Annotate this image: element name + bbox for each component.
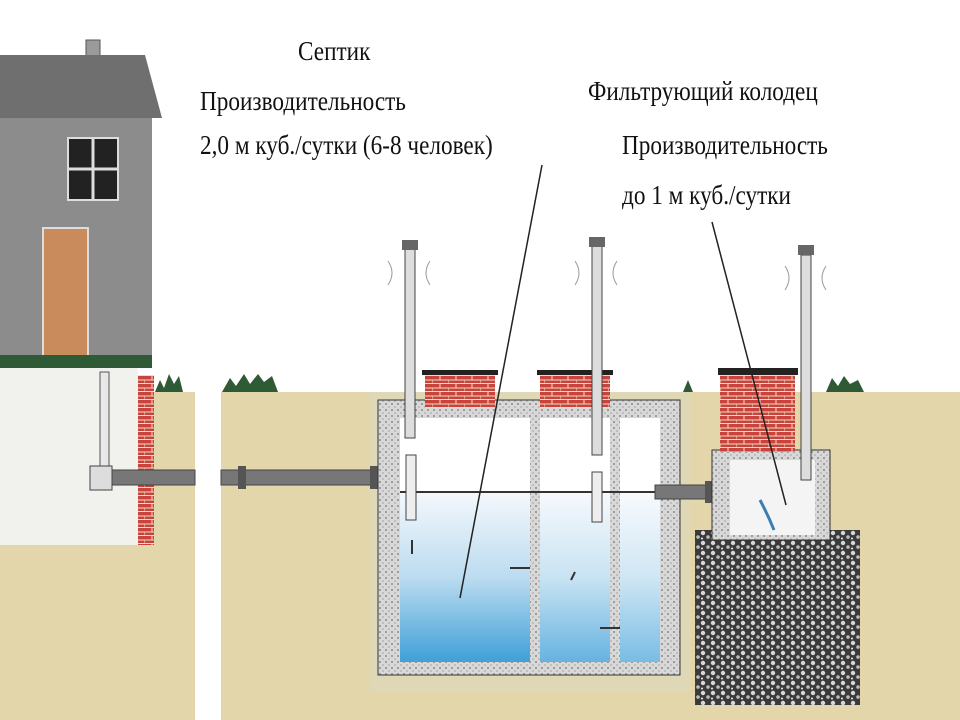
filter-well	[695, 245, 860, 705]
foundation-brick	[138, 375, 154, 545]
inlet-pipe	[89, 465, 412, 491]
riser-pipe	[99, 371, 110, 473]
filter-well-capacity-value: до 1 м куб./сутки	[622, 180, 791, 210]
roof	[0, 55, 162, 118]
vent-pipe-3	[800, 254, 812, 481]
septic-capacity-value: 2,0 м куб./сутки (6-8 человек)	[200, 130, 493, 160]
septic-tank	[377, 237, 681, 676]
house	[0, 39, 162, 545]
basement	[0, 368, 138, 545]
vent-pipe-2	[591, 244, 603, 456]
filter-well-capacity-label: Производительность	[622, 130, 828, 160]
vent-pipe-1	[404, 247, 416, 439]
filter-leader-line	[711, 221, 787, 506]
door	[42, 227, 89, 357]
filter-well-title: Фильтрующий колодец	[588, 76, 818, 106]
septic-capacity-label: Производительность	[200, 86, 406, 116]
septic-leader-line	[459, 164, 543, 599]
grass	[155, 374, 864, 392]
septic-title: Септик	[298, 36, 371, 66]
hatch-1	[425, 372, 495, 408]
